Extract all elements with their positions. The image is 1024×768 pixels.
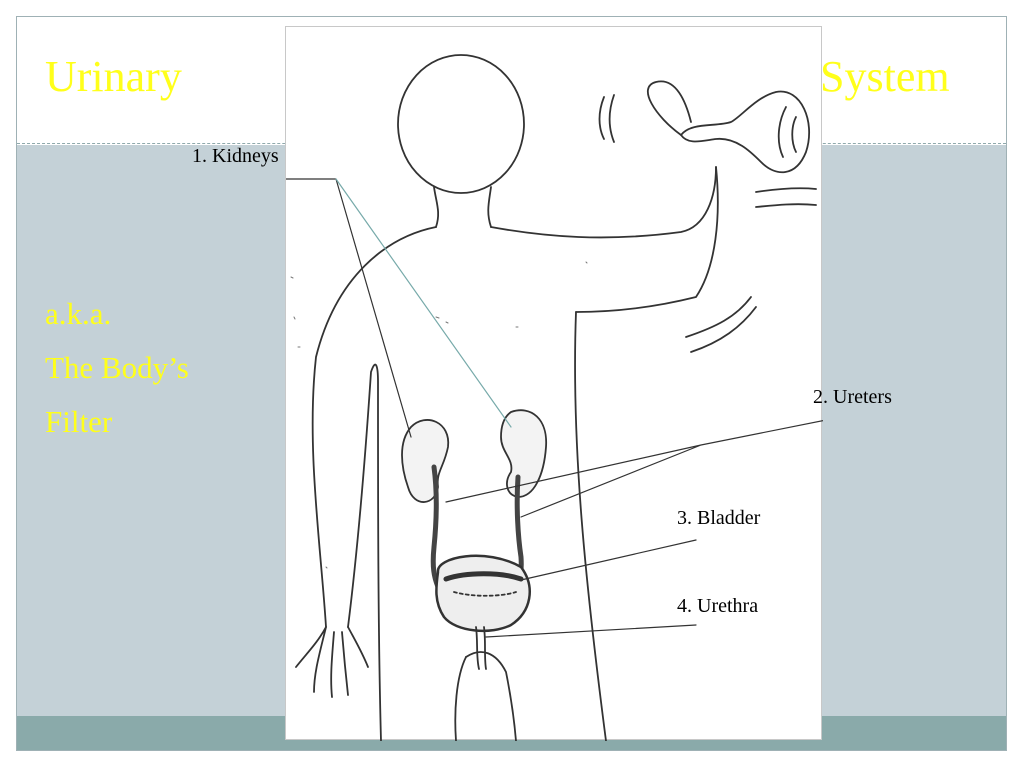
dumbbell-right-weight — [680, 90, 811, 174]
ureters-leader — [445, 419, 823, 518]
dumbbell-left-weight — [646, 80, 692, 136]
right-torso-side — [574, 311, 607, 741]
bladder-leader — [520, 539, 697, 581]
slide: Urinary System a.k.a. The Body’s Filter — [16, 16, 1007, 751]
kidney-left — [401, 419, 449, 503]
subtitle-line-2: The Body’s — [45, 350, 189, 385]
label-ureters: 2. Ureters — [813, 386, 892, 408]
left-torso-side — [347, 363, 382, 741]
subtitle: a.k.a. The Body’s Filter — [45, 287, 189, 449]
urethra — [475, 626, 487, 670]
left-arm-outer — [311, 226, 437, 628]
kidneys-leader — [286, 178, 412, 438]
subtitle-line-1: a.k.a. — [45, 296, 112, 331]
label-kidneys: 1. Kidneys — [192, 145, 279, 167]
right-shoulder — [490, 166, 717, 239]
bladder — [435, 554, 531, 632]
slide-title-system: System — [820, 52, 950, 101]
kidney-right — [500, 409, 547, 498]
slide-title-urinary: Urinary — [45, 52, 182, 101]
label-urethra: 4. Urethra — [677, 595, 759, 617]
head-outline — [397, 54, 525, 194]
label-bladder: 3. Bladder — [677, 507, 761, 529]
leg-inner-right — [465, 651, 517, 741]
right-arm-lower — [575, 166, 719, 313]
left-hand — [295, 626, 369, 698]
ureter-left — [430, 464, 441, 590]
urinary-system-illustration — [285, 26, 823, 741]
body-drawing — [286, 54, 823, 741]
leg-inner-left — [454, 656, 467, 741]
urethra-leader — [485, 624, 697, 638]
subtitle-line-3: Filter — [45, 404, 113, 439]
